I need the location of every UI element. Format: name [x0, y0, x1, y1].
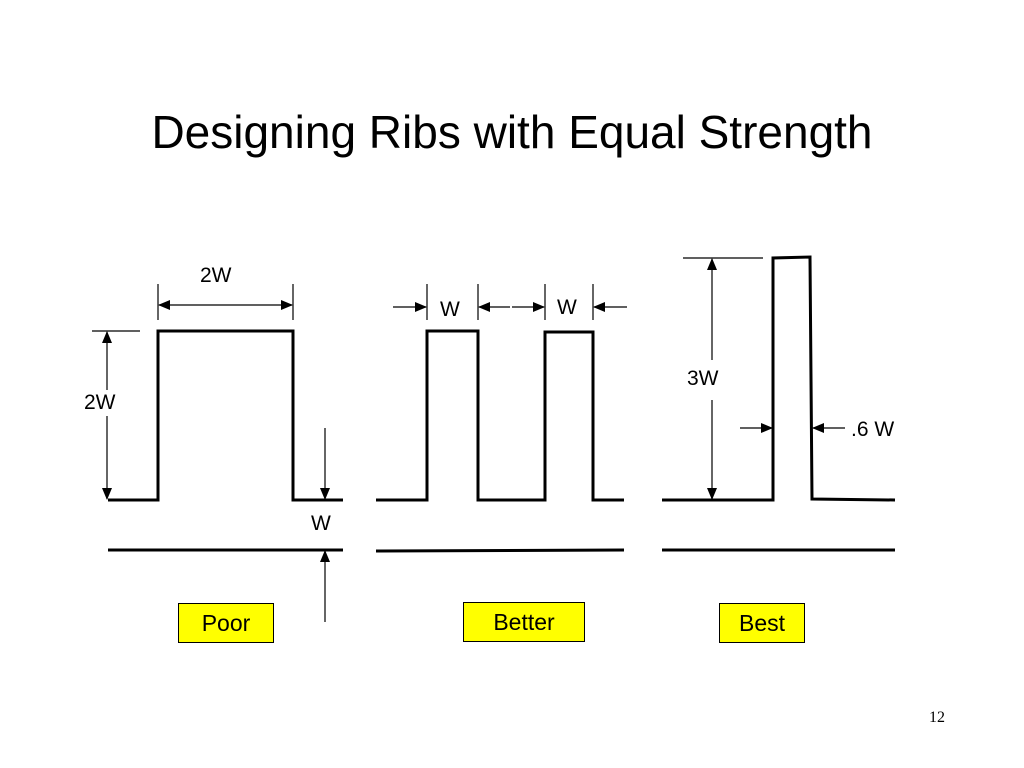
better-rib1-width-label: W [440, 298, 460, 321]
better-base-line [375, 548, 625, 553]
slide-title: Designing Ribs with Equal Strength [151, 106, 873, 158]
better-rib-outline [376, 329, 624, 502]
poor-height-label: 2W [84, 391, 116, 414]
better-rib-group: W W [375, 284, 627, 553]
best-label-badge: Best [719, 603, 805, 643]
page-number: 12 [929, 709, 945, 726]
best-height-label: 3W [687, 367, 719, 390]
better-label-badge: Better [463, 602, 585, 642]
poor-rib-group: 2W 2W W [84, 264, 343, 622]
best-width-label: .6 W [851, 418, 894, 441]
better-rib2-width-label: W [557, 296, 577, 319]
best-rib-outline [662, 255, 896, 502]
poor-wall-label: W [311, 512, 331, 535]
best-rib-group: 3W .6 W [662, 255, 896, 552]
poor-label-badge: Poor [178, 603, 274, 643]
poor-width-label: 2W [200, 264, 232, 287]
poor-rib-outline [108, 329, 343, 502]
